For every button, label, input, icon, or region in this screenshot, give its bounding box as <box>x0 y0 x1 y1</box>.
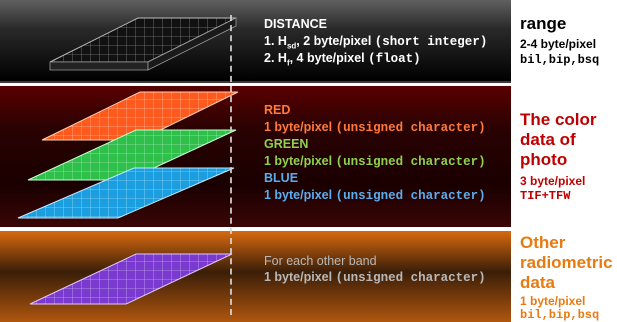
other-title-line-1: Other <box>520 233 566 252</box>
other-size: 1 byte/pixel <box>520 294 586 308</box>
color-size: 3 byte/pixel <box>520 174 586 188</box>
distance-heading: DISTANCE <box>264 17 327 31</box>
green-layer <box>27 129 237 181</box>
color-title-line-1: The color <box>520 110 597 129</box>
blue-layer <box>17 167 235 219</box>
other-band-layer <box>29 253 233 305</box>
red-description: 1 byte/pixel (unsigned character) <box>264 120 486 135</box>
red-layer <box>41 91 239 141</box>
layer-stack-illustration <box>17 17 239 305</box>
green-description: 1 byte/pixel (unsigned character) <box>264 154 486 169</box>
blue-description: 1 byte/pixel (unsigned character) <box>264 188 486 203</box>
color-title-line-2: data of <box>520 130 576 149</box>
green-label: GREEN <box>264 137 309 151</box>
other-formats: bil,bip,bsq <box>520 308 600 322</box>
other-description: 1 byte/pixel (unsigned character) <box>264 270 486 285</box>
color-formats: TIF+TFW <box>520 189 571 203</box>
red-label: RED <box>264 103 291 117</box>
distance-line-2: 2. Hf, 4 byte/pixel (float) <box>264 51 421 68</box>
range-title: range <box>520 14 567 33</box>
other-band <box>0 231 511 322</box>
other-title-line-2: radiometric <box>520 253 613 272</box>
blue-label: BLUE <box>264 171 299 185</box>
range-formats: bil,bip,bsq <box>520 53 600 67</box>
color-title-line-3: photo <box>520 150 568 169</box>
distance-line-1: 1. Hsd, 2 byte/pixel (short integer) <box>264 34 488 51</box>
other-heading: For each other band <box>264 254 377 268</box>
distance-layer <box>49 17 237 71</box>
dashed-guide-line <box>230 15 232 315</box>
other-title-line-3: data <box>520 273 555 292</box>
range-size: 2-4 byte/pixel <box>520 37 597 51</box>
